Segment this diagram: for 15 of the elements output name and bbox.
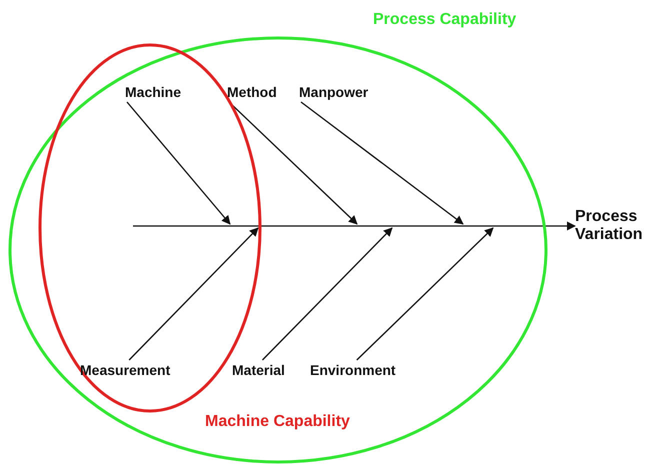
effect-label: Process Variation xyxy=(575,208,665,244)
cause-label: Material xyxy=(232,362,285,378)
cause-label: Environment xyxy=(310,362,396,378)
cause-label: Method xyxy=(227,84,277,100)
ellipse-title: Process Capability xyxy=(373,11,516,29)
cause-label: Measurement xyxy=(80,362,170,378)
cause-label: Machine xyxy=(125,84,182,100)
cause-arrow xyxy=(128,227,259,360)
cause-arrow xyxy=(356,227,494,360)
ellipse-title: Machine Capability xyxy=(205,413,350,431)
cause-arrow xyxy=(262,227,393,360)
cause-label: Manpower xyxy=(299,84,368,100)
cause-arrow xyxy=(300,101,464,225)
cause-arrow xyxy=(126,102,231,225)
spine-arrow xyxy=(133,222,576,230)
